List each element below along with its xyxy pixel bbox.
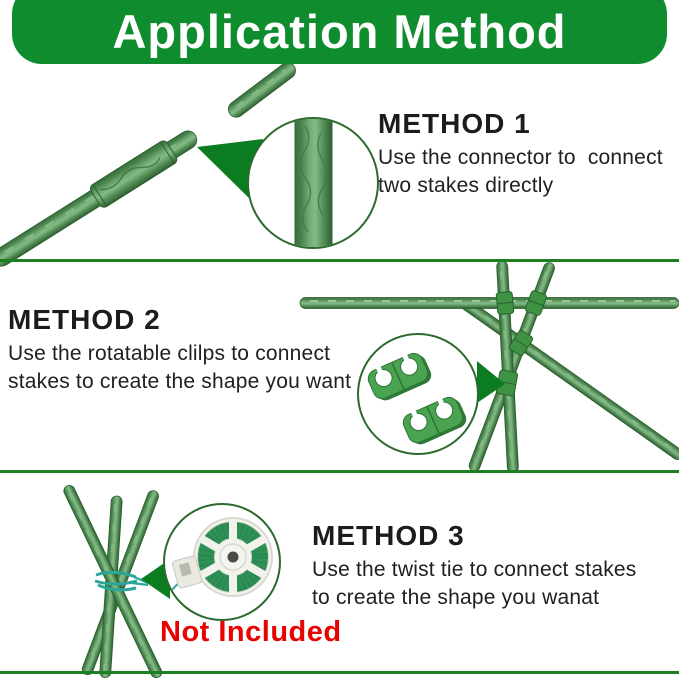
method-3-description: Use the twist tie to connect stakes to c… — [312, 556, 636, 612]
callout-pointer-icon — [141, 559, 170, 599]
stake-frame-illustration — [299, 260, 679, 474]
stake-clip — [508, 330, 534, 356]
callout-pointer-icon — [197, 139, 263, 201]
divider-line — [0, 671, 679, 674]
rotatable-clip — [402, 396, 467, 445]
rotatable-clips-closeup-circle — [357, 333, 479, 455]
connector-closeup-stake — [294, 119, 333, 247]
method-3-line-2: to create the shape you wanat — [312, 586, 600, 609]
twist-tie-spool-closeup-circle — [163, 503, 281, 621]
method-2-line-1: Use the rotatable clilps to connect — [8, 342, 331, 365]
rotatable-clip — [367, 352, 432, 401]
not-included-label: Not Included — [160, 616, 342, 648]
method-3-line-1: Use the twist tie to connect stakes — [312, 558, 637, 581]
method-1-line-1: Use the connector to connect — [378, 146, 663, 169]
divider-line — [0, 259, 679, 262]
twist-tie — [94, 570, 149, 592]
method-2-line-2: stakes to create the shape you want — [8, 370, 352, 393]
method-2-heading: METHOD 2 — [8, 304, 161, 335]
method-1-heading: METHOD 1 — [378, 108, 531, 139]
page-title: Application Method — [112, 4, 567, 58]
twist-tie-spool — [193, 517, 273, 597]
method-3-heading: METHOD 3 — [312, 520, 465, 551]
method-1-line-2: two stakes directly — [378, 174, 554, 197]
stake-with-connector-illustration — [0, 62, 379, 267]
stake-clip — [525, 290, 547, 316]
callout-pointer-icon — [477, 361, 505, 403]
method-2-description: Use the rotatable clilps to connect stak… — [8, 340, 351, 396]
wire-cutter-tab — [171, 555, 203, 589]
tripod-stakes-illustration — [63, 485, 281, 679]
connector-closeup-circle — [247, 117, 379, 249]
horizontal-stake — [299, 297, 679, 309]
method-1-description: Use the connector to connect two stakes … — [378, 144, 663, 200]
connector-sleeve — [90, 140, 178, 208]
broken-stake-segment — [227, 62, 296, 118]
stake-clip — [495, 291, 515, 315]
page-title-banner: Application Method — [12, 0, 667, 64]
divider-line — [0, 470, 679, 473]
